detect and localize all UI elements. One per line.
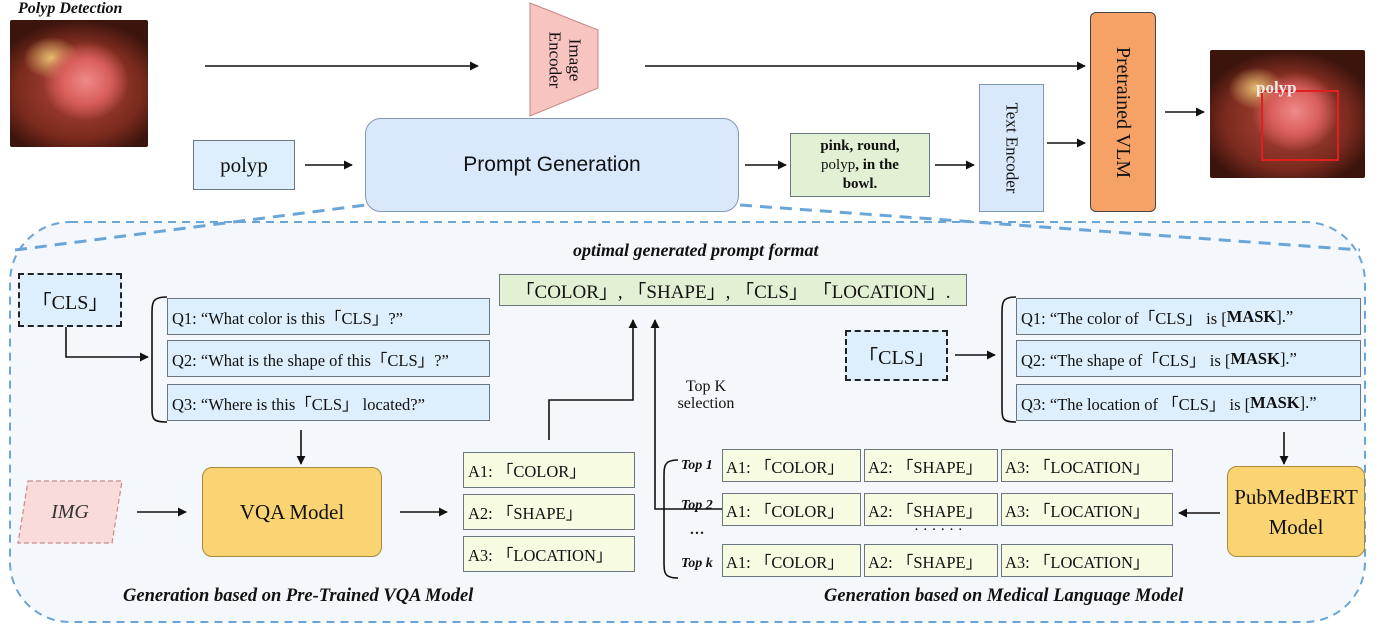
- cls-left-box: 「CLS」: [18, 273, 122, 327]
- text-encoder-box: Text Encoder: [979, 84, 1044, 212]
- topk-cell-a3: A3: 「LOCATION」: [1001, 544, 1173, 577]
- mlm-question-1: Q1: “The color of「CLS」 is [MASK].”: [1016, 298, 1361, 335]
- mlm-q2-mask: MASK: [1230, 348, 1280, 368]
- vqa-question-2: Q2: “What is the shape of this「CLS」?”: [167, 340, 490, 377]
- topk-cell-a1: A1: 「COLOR」: [722, 544, 861, 577]
- top2-cell-a3: A3: 「LOCATION」: [1001, 493, 1173, 526]
- pretrained-vlm-label: Pretrained VLM: [1112, 46, 1135, 178]
- generated-prompt-box: pink, round, polyp, in the bowl.: [790, 133, 930, 197]
- top2-cell-a1: A1: 「COLOR」: [722, 493, 861, 526]
- top1-cell-a1: A1: 「COLOR」: [722, 449, 861, 482]
- format-title: optimal generated prompt format: [573, 240, 819, 260]
- prompt-generation-box: Prompt Generation: [365, 118, 739, 212]
- mlm-q2-post: ].”: [1279, 348, 1297, 368]
- mlm-question-2: Q2: “The shape of「CLS」 is [MASK].”: [1016, 340, 1361, 377]
- mlm-q3-post: ].”: [1299, 392, 1317, 412]
- top-row-2-label: Top 2: [681, 498, 713, 513]
- input-endoscopy-image: [10, 20, 148, 147]
- caption-left: Generation based on Pre-Trained VQA Mode…: [123, 586, 474, 606]
- vqa-answer-2: A2: 「SHAPE」: [463, 494, 635, 530]
- img-input-label: IMG: [51, 500, 89, 523]
- diagram-title: Polyp Detection: [18, 0, 123, 17]
- detection-label: polyp: [1256, 78, 1297, 97]
- top1-cell-a2: A2: 「SHAPE」: [864, 449, 998, 482]
- mlm-question-3: Q3: “The location of 「CLS」 is [MASK].”: [1016, 384, 1361, 421]
- middle-ellipsis: · · · · · ·: [914, 522, 963, 538]
- vqa-answer-1: A1: 「COLOR」: [463, 452, 635, 488]
- topk-line-2: selection: [677, 395, 735, 412]
- rows-ellipsis: …: [690, 522, 705, 538]
- prompt-format-box: 「COLOR」, 「SHAPE」, 「CLS」 「LOCATION」.: [499, 274, 967, 306]
- pubmedbert-line-1: PubMedBERT: [1234, 484, 1358, 509]
- prompt-part-3: , in the: [855, 156, 899, 173]
- image-encoder-line1: Image: [564, 38, 584, 81]
- detection-bounding-box: [1261, 90, 1339, 161]
- text-encoder-label: Text Encoder: [1002, 102, 1022, 194]
- mlm-q1-mask: MASK: [1226, 306, 1277, 326]
- image-encoder-line2: Encoder: [544, 31, 564, 88]
- mlm-q3-mask: MASK: [1250, 392, 1300, 412]
- mlm-q2-pre: Q2: “The shape of「CLS」 is [: [1021, 350, 1231, 370]
- image-encoder-label: Image Encoder: [530, 3, 598, 116]
- pretrained-vlm-box: Pretrained VLM: [1090, 12, 1156, 212]
- mlm-q3-pre: Q3: “The location of 「CLS」 is [: [1021, 394, 1251, 414]
- top-row-k-label: Top k: [681, 556, 713, 571]
- prompt-part-2: polyp: [821, 156, 856, 173]
- vqa-answer-3: A3: 「LOCATION」: [463, 536, 635, 572]
- pubmedbert-line-2: Model: [1268, 514, 1324, 539]
- vqa-model-box: VQA Model: [202, 467, 382, 557]
- prompt-part-1: pink, round,: [820, 137, 900, 154]
- topk-line-1: Top K: [685, 378, 727, 395]
- prompt-part-4: bowl.: [842, 175, 878, 192]
- top1-cell-a3: A3: 「LOCATION」: [1001, 449, 1173, 482]
- pubmedbert-model-box: PubMedBERT Model: [1227, 466, 1365, 557]
- vqa-question-3: Q3: “Where is this「CLS」 located?”: [167, 384, 490, 421]
- vqa-question-1: Q1: “What color is this「CLS」?”: [167, 298, 490, 335]
- cls-right-box: 「CLS」: [845, 330, 948, 381]
- output-detection-image: polyp: [1210, 50, 1365, 178]
- topk-selection-label: Top K selection: [666, 378, 746, 412]
- mlm-q1-pre: Q1: “The color of「CLS」 is [: [1021, 308, 1227, 328]
- mlm-q1-post: ].”: [1276, 306, 1294, 326]
- input-class-box: polyp: [193, 140, 295, 190]
- top-row-1-label: Top 1: [681, 458, 713, 473]
- topk-cell-a2: A2: 「SHAPE」: [864, 544, 998, 577]
- caption-right: Generation based on Medical Language Mod…: [824, 586, 1184, 606]
- top2-cell-a2: A2: 「SHAPE」: [864, 493, 998, 526]
